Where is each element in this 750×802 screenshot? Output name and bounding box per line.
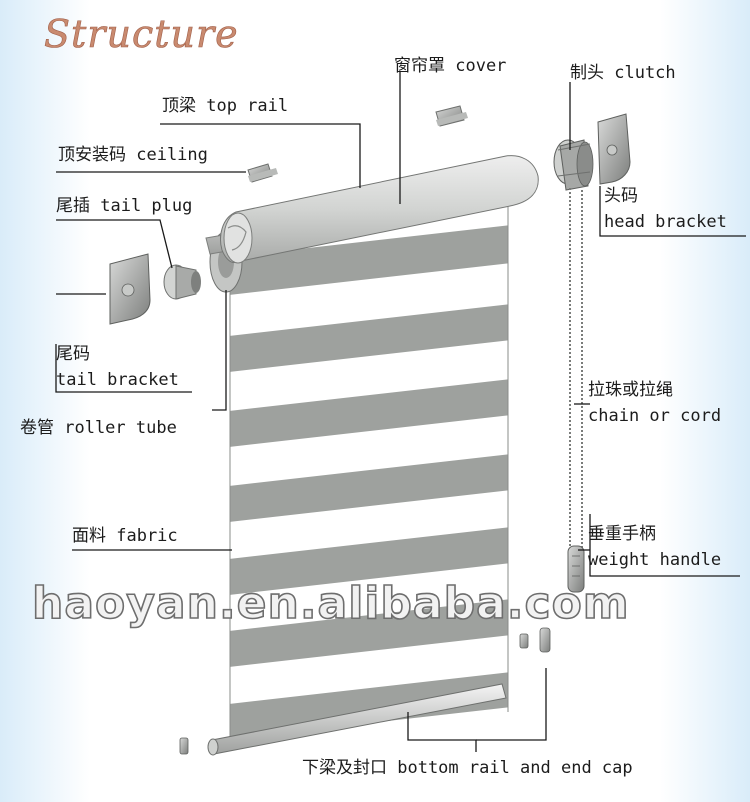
fabric-stripe xyxy=(230,378,508,448)
end-cap xyxy=(179,737,189,755)
label-bottom-rail: 下梁及封口 bottom rail and end cap xyxy=(302,758,633,778)
cover xyxy=(220,155,539,263)
fabric-stripe xyxy=(230,526,508,596)
label-tail-bracket-en: tail bracket xyxy=(56,370,179,390)
fabric-stripe xyxy=(230,598,508,668)
fabric-panel xyxy=(230,206,508,742)
fabric-stripe xyxy=(230,303,508,373)
watermark: haoyan.en.alibaba.com xyxy=(31,577,630,630)
clutch xyxy=(553,139,594,191)
label-chain-cn: 拉珠或拉绳 xyxy=(588,380,673,400)
label-clutch: 制头 clutch xyxy=(570,63,676,83)
label-head-bracket-en: head bracket xyxy=(604,212,727,232)
label-fabric: 面料 fabric xyxy=(72,526,178,546)
label-roller-tube: 卷管 roller tube xyxy=(20,418,177,438)
fabric-stripe xyxy=(230,453,508,523)
fabric-stripe xyxy=(230,224,508,296)
label-tail-bracket-cn: 尾码 xyxy=(56,344,90,364)
head-bracket xyxy=(597,113,631,185)
end-cap xyxy=(519,627,551,653)
weight-handle xyxy=(567,545,585,593)
label-chain-en: chain or cord xyxy=(588,406,722,426)
label-weight-handle-en: weight handle xyxy=(588,550,722,570)
label-head-bracket-cn: 头码 xyxy=(604,186,638,206)
ceiling-clip xyxy=(247,163,278,183)
fabric-stripe xyxy=(230,671,508,740)
ceiling-clip xyxy=(435,105,468,127)
leader-lines xyxy=(55,72,746,752)
label-cover: 窗帘罩 cover xyxy=(394,56,507,76)
label-weight-handle-cn: 垂重手柄 xyxy=(588,524,656,544)
tail-plug xyxy=(163,264,201,300)
diagram-title: Structure xyxy=(44,12,239,57)
tail-bracket xyxy=(109,253,151,325)
label-tail-plug: 尾插 tail plug xyxy=(56,196,193,216)
label-top-rail: 顶梁 top rail xyxy=(162,96,289,116)
label-ceiling: 顶安装码 ceiling xyxy=(58,145,208,165)
